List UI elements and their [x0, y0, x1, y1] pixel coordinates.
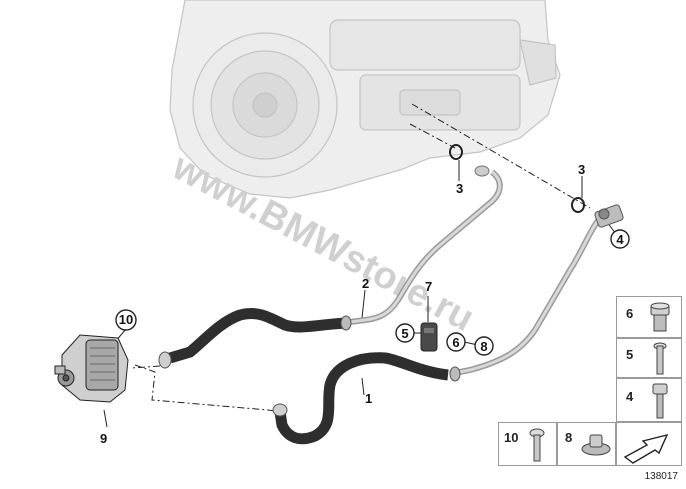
callout-6: 6 [446, 332, 466, 352]
bolt-icon [653, 342, 667, 375]
callout-3-right: 3 [578, 162, 585, 177]
transmission-housing [169, 0, 561, 199]
legend-label-6: 6 [626, 306, 634, 321]
legend-cell-10: 10 [498, 422, 557, 466]
callout-10: 10 [115, 309, 137, 331]
legend-cell-arrow [616, 422, 682, 466]
legend-cell-4: 4 [616, 378, 682, 422]
legend-cell-6: 6 [616, 296, 682, 338]
svg-text:10: 10 [119, 312, 133, 327]
diagram-number: 138017 [644, 471, 678, 482]
legend-label-8: 8 [565, 430, 573, 445]
callout-2: 2 [362, 276, 369, 291]
screw-icon [652, 383, 668, 419]
callout-5: 5 [395, 323, 415, 343]
nut-icon [650, 302, 670, 332]
svg-text:8: 8 [480, 339, 487, 354]
legend-cell-5: 5 [616, 338, 682, 378]
oil-cooler [54, 334, 129, 403]
o-ring [449, 144, 585, 213]
callout-7: 7 [425, 279, 432, 294]
callout-3-left: 3 [456, 181, 463, 196]
svg-text:5: 5 [401, 326, 408, 341]
callout-leaders [103, 160, 620, 428]
legend-label-10: 10 [504, 430, 519, 445]
callout-4: 4 [610, 229, 630, 249]
legend-cell-8: 8 [557, 422, 616, 466]
svg-text:6: 6 [452, 335, 459, 350]
pipe-fitting [594, 204, 624, 228]
callout-9: 9 [100, 431, 107, 446]
callout-1: 1 [365, 391, 372, 406]
cooler-line-1 [272, 216, 603, 445]
arrow-icon [623, 433, 669, 464]
svg-text:4: 4 [616, 232, 624, 247]
callout-8: 8 [474, 336, 494, 356]
clip-nut-icon [581, 434, 611, 456]
legend-label-5: 5 [626, 347, 634, 362]
pipe-bracket [420, 322, 438, 352]
legend-label-4: 4 [626, 389, 634, 404]
cooler-line-2 [158, 165, 503, 369]
torx-bolt-icon [529, 428, 545, 462]
